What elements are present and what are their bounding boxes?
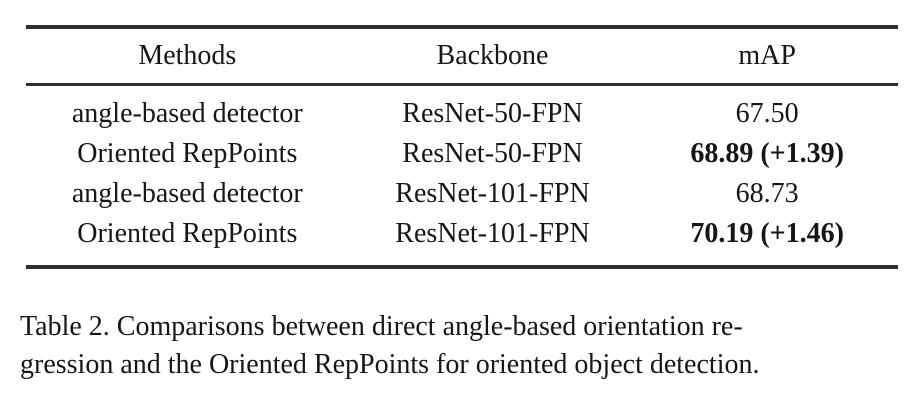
table-header-rule	[26, 83, 898, 86]
backbone-cell: ResNet-50-FPN	[402, 98, 583, 129]
table-row: Oriented RepPoints ResNet-50-FPN 68.89 (…	[26, 134, 898, 174]
table-bottom-rule	[26, 265, 898, 269]
table-header-row: Methods Backbone mAP	[26, 29, 898, 83]
method-cell: Oriented RepPoints	[77, 218, 298, 249]
table-caption: Table 2. Comparisons between direct angl…	[20, 308, 904, 384]
table-body: angle-based detector ResNet-50-FPN 67.50…	[26, 86, 898, 265]
table-top-rule	[26, 25, 898, 29]
method-cell: angle-based detector	[71, 98, 303, 129]
map-cell: 68.73	[735, 178, 799, 209]
map-cell: 68.89 (+1.39)	[690, 138, 844, 169]
results-table: Methods Backbone mAP angle-based detecto…	[26, 25, 898, 269]
table-row: Oriented RepPoints ResNet-101-FPN 70.19 …	[26, 214, 898, 254]
map-cell: 70.19 (+1.46)	[690, 218, 844, 249]
backbone-cell: ResNet-101-FPN	[395, 218, 590, 249]
caption-line-2: gression and the Oriented RepPoints for …	[20, 349, 760, 380]
table-row: angle-based detector ResNet-101-FPN 68.7…	[26, 174, 898, 214]
map-cell: 67.50	[735, 98, 799, 129]
table-row: angle-based detector ResNet-50-FPN 67.50	[26, 94, 898, 134]
column-header-backbone: Backbone	[436, 40, 549, 71]
column-header-methods: Methods	[138, 40, 237, 71]
caption-line-1: Table 2. Comparisons between direct angl…	[20, 311, 743, 342]
method-cell: Oriented RepPoints	[77, 138, 298, 169]
backbone-cell: ResNet-50-FPN	[402, 138, 583, 169]
column-header-map: mAP	[738, 40, 796, 71]
method-cell: angle-based detector	[71, 178, 303, 209]
backbone-cell: ResNet-101-FPN	[395, 178, 590, 209]
